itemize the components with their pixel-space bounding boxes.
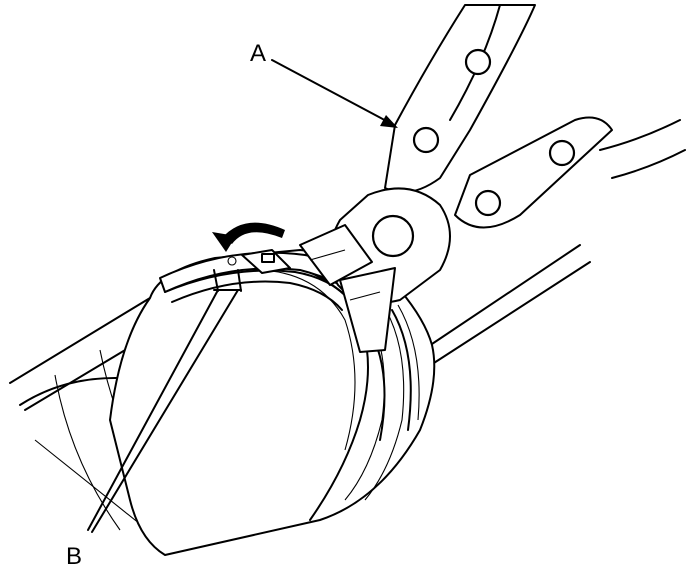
clamp-pliers xyxy=(299,4,686,353)
leader-a xyxy=(271,59,398,128)
leader-b xyxy=(87,289,239,533)
callout-a: A xyxy=(250,40,267,67)
rotation-arrow xyxy=(212,222,285,252)
callout-b: B xyxy=(66,543,83,570)
